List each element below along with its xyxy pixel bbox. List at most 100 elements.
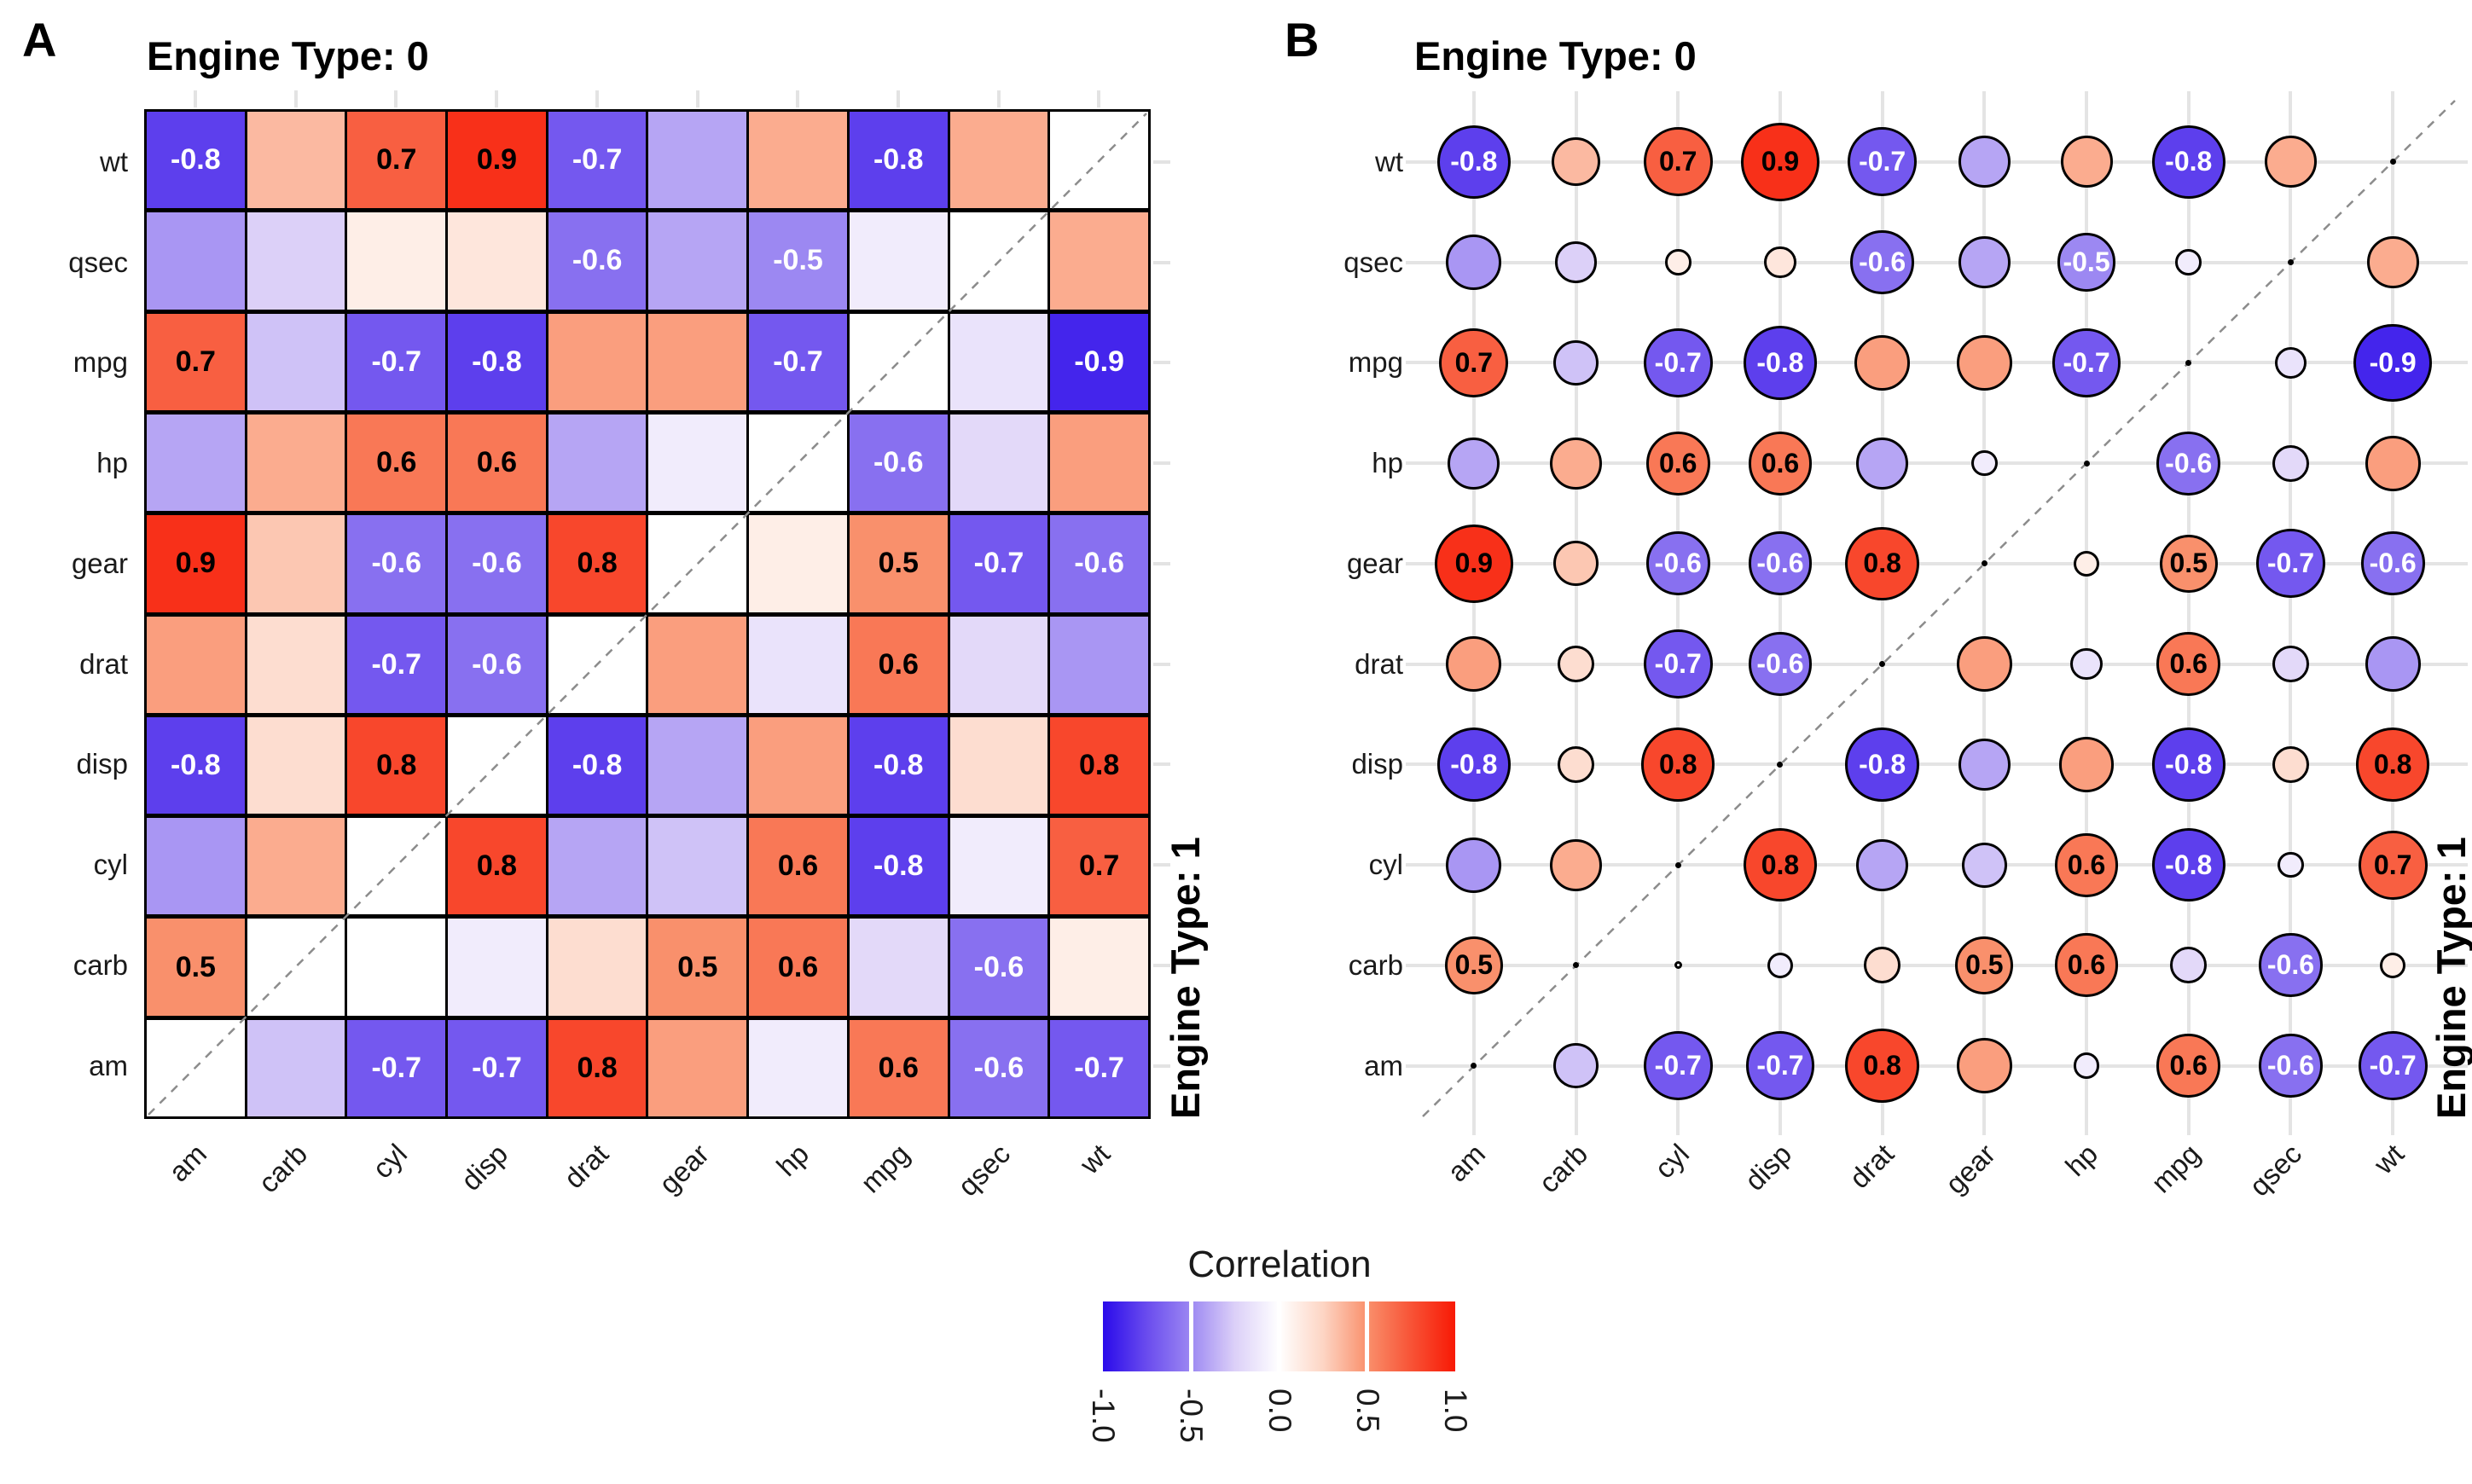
- x-axis-label-mpg: mpg: [2144, 1138, 2206, 1199]
- matrix-circle-hp-carb: [1550, 437, 1603, 490]
- matrix-circle-mpg-gear: [1956, 334, 2012, 391]
- matrix-cell-am-carb: [247, 1019, 345, 1116]
- matrix-circle-wt-gear: [1958, 136, 2011, 188]
- right-tick-stub: [1153, 159, 1170, 164]
- diagonal-dot: [1471, 1063, 1477, 1070]
- x-axis-label-wt: wt: [1073, 1138, 1117, 1180]
- right-tick-stub: [1153, 662, 1170, 666]
- matrix-cell-carb-cyl: [347, 919, 446, 1016]
- matrix-circle-disp-wt: 0.8: [2355, 728, 2430, 802]
- matrix-cell-qsec-wt: [1050, 212, 1148, 310]
- x-axis-label-wt: wt: [2367, 1138, 2411, 1180]
- matrix-cell-cyl-qsec: [949, 818, 1048, 915]
- matrix-circle-wt-qsec: [2264, 136, 2317, 188]
- matrix-circle-mpg-carb: [1553, 339, 1599, 385]
- y-axis-label-cyl: cyl: [1368, 849, 1403, 881]
- matrix-circle-gear-carb: [1553, 541, 1599, 587]
- matrix-circle-disp-gear: [1958, 738, 2011, 791]
- matrix-cell-qsec-qsec: [949, 212, 1048, 310]
- horizontal-gridline: [1406, 863, 2468, 867]
- matrix-circle-qsec-am: [1446, 235, 1502, 291]
- matrix-cell-am-hp: [749, 1019, 847, 1116]
- matrix-cell-hp-carb: [247, 414, 345, 512]
- diagonal-dot: [2287, 259, 2294, 266]
- diagonal-dot: [1573, 962, 1580, 969]
- matrix-circle-mpg-qsec: [2274, 346, 2307, 380]
- matrix-cell-hp-cyl: 0.6: [347, 414, 446, 512]
- matrix-cell-carb-carb: [247, 919, 345, 1016]
- diagonal-dot: [2083, 460, 2090, 467]
- x-axis-label-mpg: mpg: [854, 1138, 916, 1199]
- panel-b-letter: B: [1285, 13, 1320, 67]
- matrix-cell-mpg-drat: [548, 313, 647, 410]
- x-axis-label-carb: carb: [252, 1138, 313, 1199]
- matrix-cell-cyl-wt: 0.7: [1050, 818, 1148, 915]
- x-axis-label-qsec: qsec: [2243, 1138, 2308, 1203]
- x-axis-label-hp: hp: [770, 1138, 815, 1183]
- matrix-cell-wt-qsec: [949, 112, 1048, 209]
- matrix-circle-gear-disp: -0.6: [1748, 531, 1813, 596]
- matrix-circle-cyl-mpg: -0.8: [2151, 827, 2225, 902]
- x-axis-label-drat: drat: [1842, 1138, 1900, 1195]
- matrix-circle-disp-carb: [1557, 745, 1595, 783]
- top-tick-stub: [996, 90, 1001, 107]
- matrix-cell-hp-hp: [749, 414, 847, 512]
- matrix-circle-cyl-gear: [1961, 842, 2007, 888]
- x-axis-label-gear: gear: [652, 1138, 715, 1200]
- matrix-circle-cyl-hp: 0.6: [2054, 832, 2119, 897]
- right-tick-stub: [1153, 1064, 1170, 1068]
- matrix-cell-wt-disp: 0.9: [448, 112, 546, 209]
- matrix-circle-qsec-mpg: [2175, 249, 2202, 275]
- matrix-circle-drat-gear: [1956, 636, 2012, 693]
- top-tick-stub: [896, 90, 900, 107]
- matrix-circle-wt-drat: -0.7: [1848, 127, 1918, 197]
- matrix-cell-drat-gear: [648, 616, 747, 713]
- matrix-circle-disp-qsec: [2272, 745, 2310, 783]
- matrix-cell-gear-drat: 0.8: [548, 515, 647, 612]
- matrix-cell-hp-qsec: [949, 414, 1048, 512]
- matrix-cell-drat-drat: [548, 616, 647, 713]
- matrix-cell-disp-gear: [648, 716, 747, 814]
- matrix-cell-cyl-cyl: [347, 818, 446, 915]
- matrix-circle-wt-disp: 0.9: [1741, 123, 1819, 201]
- matrix-circle-drat-hp: [2070, 647, 2103, 681]
- matrix-circle-qsec-disp: [1764, 246, 1796, 279]
- matrix-cell-mpg-disp: -0.8: [448, 313, 546, 410]
- y-axis-label-am: am: [1364, 1049, 1403, 1081]
- vertical-gridline: [2391, 91, 2395, 1135]
- matrix-circle-mpg-disp: -0.8: [1743, 326, 1818, 400]
- matrix-circle-disp-hp: [2058, 736, 2115, 792]
- y-axis-label-gear: gear: [71, 547, 128, 579]
- vertical-gridline: [1676, 91, 1680, 1135]
- matrix-circle-hp-drat: [1856, 437, 1909, 490]
- matrix-cell-disp-cyl: 0.8: [347, 716, 446, 814]
- matrix-cell-wt-mpg: -0.8: [849, 112, 948, 209]
- matrix-cell-wt-am: -0.8: [147, 112, 245, 209]
- matrix-cell-wt-hp: [749, 112, 847, 209]
- vertical-gridline: [1778, 91, 1782, 1135]
- matrix-cell-am-drat: 0.8: [548, 1019, 647, 1116]
- matrix-cell-disp-wt: 0.8: [1050, 716, 1148, 814]
- y-axis-label-wt: wt: [100, 145, 128, 177]
- horizontal-gridline: [1406, 260, 2468, 264]
- horizontal-gridline: [1406, 561, 2468, 565]
- matrix-circle-am-qsec: -0.6: [2259, 1034, 2323, 1099]
- matrix-cell-carb-wt: [1050, 919, 1148, 1016]
- matrix-cell-cyl-gear: [648, 818, 747, 915]
- matrix-circle-carb-cyl: [1674, 961, 1682, 970]
- matrix-circle-hp-gear: [1971, 449, 1998, 477]
- matrix-circle-gear-mpg: 0.5: [2159, 534, 2218, 594]
- matrix-cell-am-disp: -0.7: [448, 1019, 546, 1116]
- matrix-circle-am-mpg: 0.6: [2156, 1034, 2221, 1099]
- horizontal-gridline: [1406, 461, 2468, 466]
- y-axis-label-qsec: qsec: [1343, 246, 1403, 278]
- matrix-cell-drat-carb: [247, 616, 345, 713]
- y-axis-label-disp: disp: [1351, 748, 1403, 780]
- y-axis-label-gear: gear: [1346, 547, 1403, 579]
- y-axis-label-am: am: [89, 1049, 128, 1081]
- matrix-cell-gear-mpg: 0.5: [849, 515, 948, 612]
- matrix-cell-cyl-am: [147, 818, 245, 915]
- matrix-cell-carb-qsec: -0.6: [949, 919, 1048, 1016]
- matrix-circle-qsec-gear: [1958, 236, 2011, 289]
- matrix-cell-wt-drat: -0.7: [548, 112, 647, 209]
